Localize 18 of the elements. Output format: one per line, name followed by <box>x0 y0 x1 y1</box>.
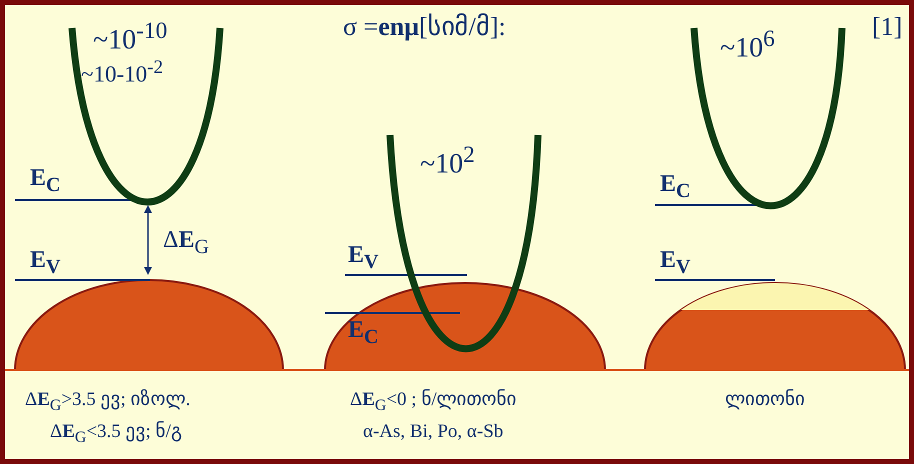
reference-number: [1] <box>872 13 902 42</box>
level-label: E$_{C}$ <box>348 317 378 348</box>
level-label: E$_{V}$ <box>348 242 378 273</box>
material-caption: ΔE$_{G}$<3.5 ევ; ნ/გ <box>50 422 182 446</box>
level-label: E$_{V}$ <box>30 247 60 278</box>
level-label: E$_{C}$ <box>30 165 60 196</box>
conductivity-value: ~10$^{-10}$ <box>93 19 168 56</box>
material-caption: ΔE$_{G}$<0 ; ნ/ლითონი <box>350 390 517 414</box>
conductivity-value: ~10$^{6}$ <box>720 27 775 64</box>
gap-label: ΔE$_{G}$ <box>163 227 209 258</box>
conductivity-value: ~10-10$^{-2}$ <box>81 57 164 87</box>
material-caption: ლითონი <box>725 390 805 411</box>
level-label: E$_{C}$ <box>660 171 690 202</box>
formula-heading: σ =enμ[სიმ/მ]: <box>343 13 506 42</box>
level-label: E$_{V}$ <box>660 247 690 278</box>
conductivity-value: ~10$^{2}$ <box>420 143 475 180</box>
material-caption: ΔE$_{G}$>3.5 ევ; იზოლ. <box>25 390 190 414</box>
material-caption: α-As, Bi, Po, α-Sb <box>363 422 504 443</box>
